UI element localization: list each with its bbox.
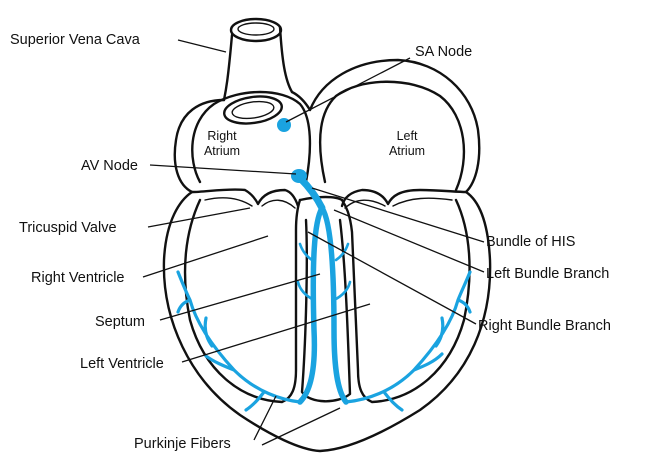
right-atrium-label-line1: Right <box>207 129 237 143</box>
conduction-system <box>178 118 470 410</box>
leader-purkinje-left <box>254 396 276 440</box>
label-superior-vena-cava: Superior Vena Cava <box>10 32 141 48</box>
leader-left-bundle-branch <box>334 210 484 272</box>
label-tricuspid-valve: Tricuspid Valve <box>19 220 117 236</box>
right-ventricle-inner-wall <box>185 200 300 402</box>
label-sa-node: SA Node <box>415 44 472 60</box>
label-left-ventricle: Left Ventricle <box>80 356 164 372</box>
bundle-of-his-path <box>300 178 322 208</box>
tricuspid-leaflets <box>205 198 295 208</box>
septum-inner <box>302 220 350 401</box>
vena-cava-tube <box>224 27 292 100</box>
label-purkinje-fibers: Purkinje Fibers <box>134 436 231 452</box>
label-bundle-of-his: Bundle of HIS <box>486 234 575 250</box>
left-ventricle-inner-wall <box>342 200 470 402</box>
label-right-ventricle: Right Ventricle <box>31 270 125 286</box>
leader-bundle-of-his <box>312 188 484 242</box>
label-right-bundle-branch: Right Bundle Branch <box>478 318 611 334</box>
label-av-node: AV Node <box>81 158 138 174</box>
leader-sa-node <box>286 58 410 122</box>
leader-left-ventricle <box>182 304 370 362</box>
left-atrium-label-line2: Atrium <box>389 144 425 158</box>
label-septum: Septum <box>95 314 145 330</box>
label-left-bundle-branch: Left Bundle Branch <box>486 266 609 282</box>
leader-tricuspid-valve <box>148 208 250 227</box>
right-atrium-label-line2: Atrium <box>204 144 240 158</box>
leader-right-ventricle <box>143 236 268 277</box>
vena-cava-inflow <box>222 93 283 127</box>
leader-superior-vena-cava <box>178 40 226 52</box>
leader-purkinje-right <box>262 408 340 445</box>
vena-cava-inner <box>238 23 274 35</box>
purkinje-fibers-left <box>346 272 470 410</box>
left-atrium-chamber <box>320 82 464 190</box>
left-atrium-label-line1: Left <box>397 129 418 143</box>
leader-av-node <box>150 165 296 174</box>
heart-outer-wall <box>164 60 490 451</box>
vena-cava-inflow-inner <box>231 99 275 121</box>
